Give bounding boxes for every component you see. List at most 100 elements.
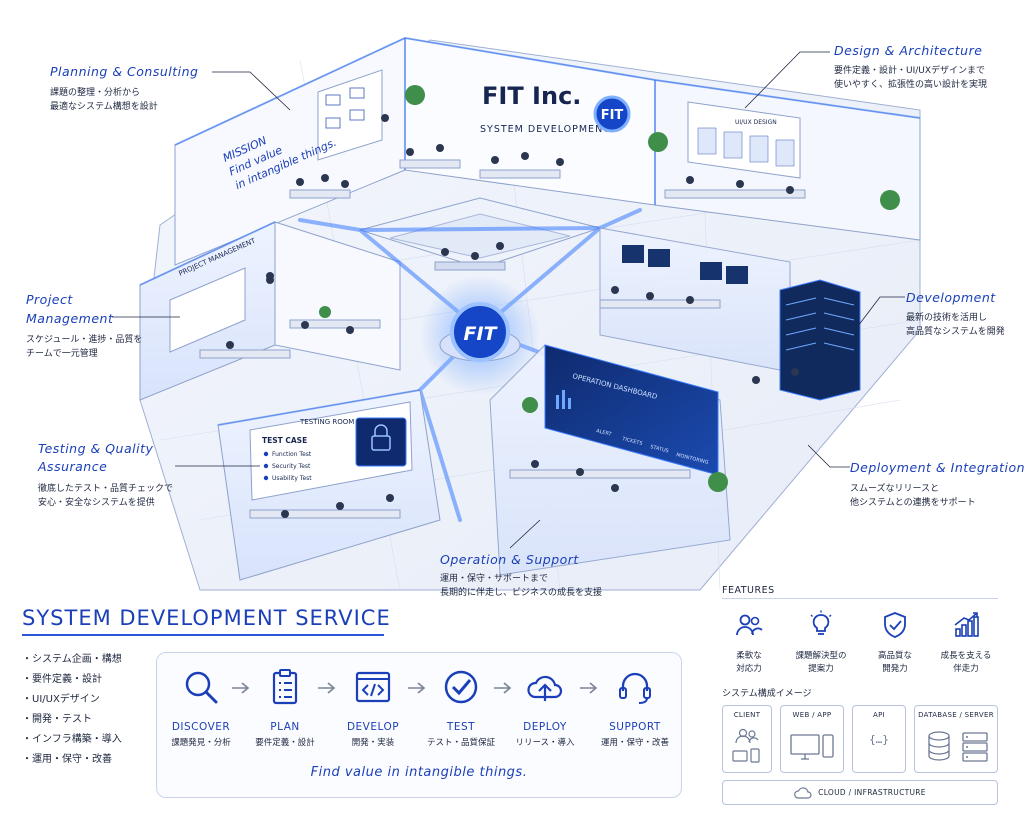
- system-box-webapp: WEB / APP: [780, 705, 844, 773]
- callout-pm-desc: スケジュール・進捗・品質をチームで一元管理: [26, 335, 143, 359]
- testing-room-sign: TESTING ROOM: [299, 418, 354, 426]
- callout-development-title: Development: [906, 290, 996, 305]
- flow-step-support: SUPPORT 運用・保守・改善: [595, 667, 675, 748]
- callout-planning-desc: 課題の整理・分析から最適なシステム構想を設計: [50, 88, 158, 112]
- flow-step-plan: PLAN 要件定義・設計: [245, 667, 325, 748]
- arrow-right-icon: [494, 682, 512, 694]
- braces-icon: {…}: [869, 733, 889, 746]
- flow-step-develop: DEVELOP 開発・実装: [333, 667, 413, 748]
- svg-text:STATUS: STATUS: [650, 444, 670, 454]
- system-box-label: API: [873, 711, 885, 719]
- service-list-item: インフラ構築・導入: [22, 730, 122, 750]
- system-box-label: DATABASE / SERVER: [918, 711, 994, 719]
- service-list-item: UI/UXデザイン: [22, 690, 122, 710]
- feature-item: 柔軟な対応力: [716, 610, 782, 676]
- callout-operation-title: Operation & Support: [440, 552, 579, 567]
- company-name: FIT Inc.: [482, 82, 581, 110]
- svg-text:TEST CASE: TEST CASE: [262, 436, 307, 445]
- arrow-right-icon: [318, 682, 336, 694]
- arrow-right-icon: [580, 682, 598, 694]
- flow-step-label: DEVELOP: [346, 721, 400, 733]
- callout-planning-title: Planning & Consulting: [50, 64, 199, 79]
- feature-line: 高品質な: [877, 651, 912, 661]
- system-box-database: DATABASE / SERVER: [914, 705, 998, 773]
- service-title-underline: [22, 634, 384, 636]
- flow-step-label: TEST: [446, 721, 476, 733]
- service-list-item: システム企画・構想: [22, 650, 122, 670]
- callout-pm-title: Project: [26, 292, 73, 307]
- growth-chart-icon: [954, 612, 979, 637]
- flow-step-discover: DISCOVER 課題発見・分析: [161, 667, 241, 748]
- callout-development-desc: 最新の技術を活用し高品質なシステムを開発: [906, 313, 1005, 337]
- company-logo-badge: [593, 95, 631, 133]
- system-box-client: CLIENT: [722, 705, 772, 773]
- tagline: Find value in intangible things.: [310, 765, 528, 780]
- cloud-infrastructure-box: CLOUD / INFRASTRUCTURE: [722, 780, 998, 805]
- svg-text:Security Test: Security Test: [272, 463, 311, 470]
- callout-testing-title: Testing & Quality: [38, 441, 154, 456]
- hub-logo-text: FIT: [463, 323, 498, 345]
- callout-testing-desc: 徹底したテスト・品質チェックで安心・安全なシステムを提供: [38, 484, 174, 508]
- uiux-sign: UI/UX DESIGN: [735, 119, 777, 126]
- flow-step-sub: 運用・保守・改善: [600, 738, 669, 748]
- flow-step-sub: リリース・導入: [515, 738, 575, 748]
- hub-logo-badge: [450, 302, 510, 362]
- lightbulb-icon: [810, 610, 832, 635]
- flow-step-test: TEST テスト・品質保証: [421, 667, 501, 748]
- shield-check-icon: [884, 612, 906, 638]
- system-box-api: API {…}: [852, 705, 906, 773]
- search-icon: [185, 671, 218, 704]
- callout-operation-desc: 運用・保守・サポートまで長期的に伴走し、ビジネスの成長を支援: [440, 574, 603, 598]
- flow-step-sub: 要件定義・設計: [255, 738, 315, 748]
- features-divider: [722, 598, 998, 599]
- feature-line: 開発力: [882, 664, 908, 674]
- test-case-board: TEST CASE Function Test Security Test Us…: [262, 436, 312, 482]
- service-list: システム企画・構想 要件定義・設計 UI/UXデザイン 開発・テスト インフラ構…: [22, 650, 122, 770]
- service-title: SYSTEM DEVELOPMENT SERVICE: [22, 606, 391, 630]
- service-list-item: 要件定義・設計: [22, 670, 122, 690]
- svg-text:TICKETS: TICKETS: [621, 436, 643, 447]
- cloud-upload-icon: [527, 675, 563, 701]
- company-subtitle: SYSTEM DEVELOPMENT: [480, 124, 610, 135]
- feature-line: 提案力: [808, 664, 834, 674]
- system-config-title: システム構成イメージ: [722, 689, 812, 699]
- code-window-icon: [355, 671, 391, 703]
- clipboard-icon: [272, 669, 298, 705]
- flow-step-sub: テスト・品質保証: [426, 738, 495, 748]
- headset-icon: [619, 672, 651, 704]
- feature-line: 成長を支える: [940, 651, 992, 661]
- callout-pm-title-line2: Management: [26, 311, 114, 326]
- people-icon: [736, 614, 763, 636]
- company-logo-text: FIT: [601, 108, 624, 123]
- feature-line: 伴走力: [953, 664, 979, 674]
- feature-line: 課題解決型の: [795, 651, 847, 661]
- callout-design-title: Design & Architecture: [834, 43, 983, 58]
- features-title: FEATURES: [722, 585, 775, 596]
- users-devices-icon: [732, 728, 760, 763]
- check-circle-icon: [444, 670, 478, 704]
- service-list-item: 運用・保守・改善: [22, 750, 122, 770]
- database-server-icon: [928, 731, 988, 762]
- callout-testing-title-line2: Assurance: [38, 459, 108, 474]
- svg-text:Function Test: Function Test: [272, 451, 312, 458]
- feature-line: 柔軟な: [736, 651, 762, 661]
- system-box-label: WEB / APP: [792, 711, 832, 719]
- cloud-label: CLOUD / INFRASTRUCTURE: [818, 788, 926, 797]
- flow-step-label: DISCOVER: [171, 721, 231, 733]
- flow-step-label: DEPLOY: [523, 721, 567, 733]
- feature-item: 成長を支える伴走力: [933, 610, 999, 676]
- flow-step-sub: 開発・実装: [351, 738, 395, 748]
- callout-design-desc: 要件定義・設計・UI/UXデザインまで使いやすく、拡張性の高い設計を実現: [834, 66, 988, 90]
- flow-step-deploy: DEPLOY リリース・導入: [505, 667, 585, 748]
- svg-text:Usability Test: Usability Test: [272, 475, 312, 482]
- cloud-icon: [794, 786, 812, 799]
- flow-step-sub: 課題発見・分析: [171, 738, 231, 748]
- feature-item: 課題解決型の提案力: [788, 610, 854, 676]
- svg-text:ALERT: ALERT: [596, 428, 613, 438]
- arrow-right-icon: [408, 682, 426, 694]
- flow-step-label: SUPPORT: [609, 721, 661, 733]
- office-illustration: MISSION Find value in intangible things.…: [112, 36, 921, 591]
- callout-deployment-desc: スムーズなリリースと他システムとの連携をサポート: [850, 484, 976, 508]
- service-list-item: 開発・テスト: [22, 710, 122, 730]
- feature-line: 対応力: [736, 664, 762, 674]
